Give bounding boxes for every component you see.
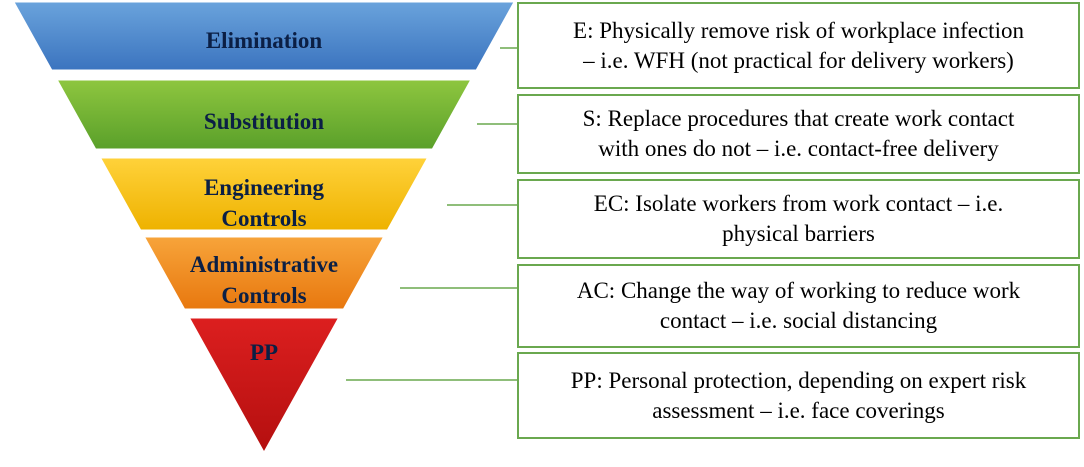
description-box-elimination: E: Physically remove risk of workplace i… [517, 2, 1080, 89]
tier-pp [188, 317, 340, 454]
description-box-substitution: S: Replace procedures that create work c… [517, 94, 1080, 174]
connectors [346, 47, 517, 381]
description-box-pp: PP: Personal protection, depending on ex… [517, 352, 1080, 439]
description-line: with ones do not – i.e. contact-free del… [598, 136, 999, 161]
description-box-engineering-controls: EC: Isolate workers from work contact – … [517, 179, 1080, 259]
pyramid: EliminationSubstitutionEngineeringContro… [13, 1, 515, 454]
tier-label-engineering-controls: Controls [221, 206, 306, 231]
tier-label-substitution: Substitution [204, 109, 324, 134]
tier-substitution [56, 79, 472, 150]
description-line: AC: Change the way of working to reduce … [576, 278, 1021, 303]
description-line: S: Replace procedures that create work c… [582, 106, 1015, 131]
tier-elimination [13, 1, 515, 71]
tier-engineering-controls [99, 157, 429, 231]
description-line: EC: Isolate workers from work contact – … [593, 191, 1004, 216]
description-line: contact – i.e. social distancing [659, 308, 938, 333]
tier-label-pp: PP [250, 340, 278, 365]
description-line: PP: Personal protection, depending on ex… [570, 367, 1027, 393]
tier-label-administrative-controls: Controls [221, 283, 306, 308]
description-box-administrative-controls: AC: Change the way of working to reduce … [517, 264, 1080, 348]
description-line: – i.e. WFH (not practical for delivery w… [583, 47, 1014, 73]
description-line: assessment – i.e. face coverings [652, 397, 945, 423]
tier-label-administrative-controls: Administrative [190, 252, 338, 277]
description-line: physical barriers [722, 221, 875, 246]
tier-label-elimination: Elimination [206, 28, 323, 53]
description-line: E: Physically remove risk of workplace i… [573, 17, 1024, 43]
tier-administrative-controls [143, 236, 385, 310]
tier-label-engineering-controls: Engineering [204, 175, 325, 200]
